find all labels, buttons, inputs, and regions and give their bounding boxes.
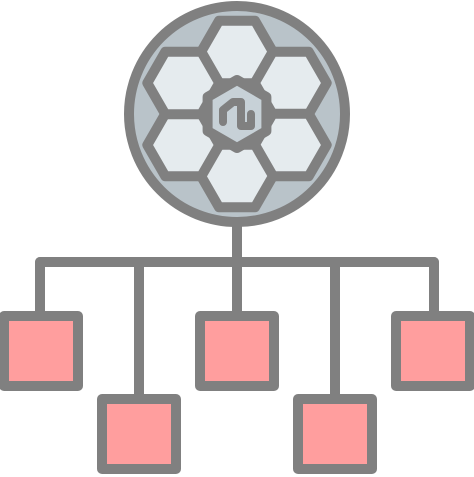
ball-panel [142, 46, 225, 120]
soccer-ball-icon [124, 1, 350, 227]
ball-center-hexagon [202, 75, 272, 153]
ball-panels [142, 15, 332, 213]
bracket-connectors [35, 217, 439, 402]
bracket-box-top-right [391, 311, 474, 391]
bracket-box-top-left [0, 311, 83, 391]
bracket-boxes [0, 311, 474, 474]
bracket-box-bottom-left [97, 394, 181, 474]
bracket-box-top-center [195, 311, 279, 391]
center-hex-mark [219, 98, 255, 130]
bracket-box-bottom-right [293, 394, 377, 474]
